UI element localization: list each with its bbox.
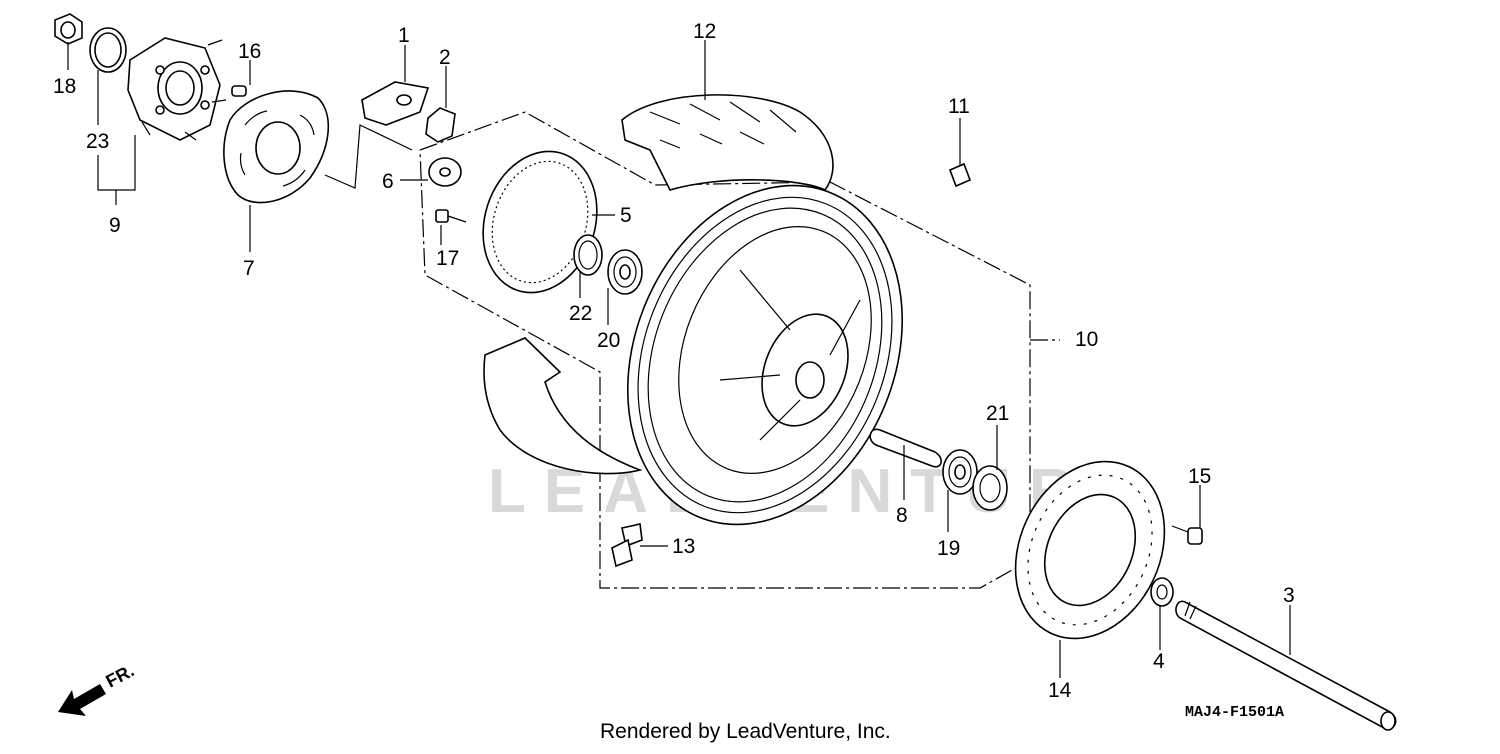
arrow-icon <box>58 684 106 716</box>
leader-lines <box>67 40 1291 678</box>
group-bracket <box>324 124 413 189</box>
callout-14[interactable]: 14 <box>1048 679 1072 702</box>
callout-3[interactable]: 3 <box>1283 584 1295 607</box>
callout-1[interactable]: 1 <box>398 24 410 47</box>
dust-seal-22[interactable] <box>573 234 603 276</box>
callout-18[interactable]: 18 <box>53 75 76 98</box>
callout-5[interactable]: 5 <box>620 204 632 227</box>
callout-10[interactable]: 10 <box>1075 328 1098 351</box>
sprocket-7[interactable] <box>223 90 330 204</box>
brake-disc-14[interactable] <box>988 437 1193 663</box>
bearing-19[interactable] <box>942 449 978 495</box>
bolt-17[interactable] <box>435 209 467 223</box>
callouts: 1 2 3 4 5 6 7 8 9 10 11 12 13 14 15 16 1… <box>53 20 1295 702</box>
collar-2[interactable] <box>425 107 456 143</box>
distance-collar-8[interactable] <box>869 428 942 468</box>
callout-2[interactable]: 2 <box>439 46 451 69</box>
callout-8[interactable]: 8 <box>896 504 908 527</box>
washer-6[interactable] <box>428 157 462 187</box>
callout-12[interactable]: 12 <box>693 20 716 43</box>
final-driven-flange-9[interactable] <box>127 37 227 141</box>
credit-text: Rendered by LeadVenture, Inc. <box>600 720 891 743</box>
callout-7[interactable]: 7 <box>243 257 255 280</box>
air-valve-13[interactable] <box>611 523 643 568</box>
callout-22[interactable]: 22 <box>569 302 592 325</box>
dust-seal-21[interactable] <box>972 465 1008 511</box>
rear-wheel-10[interactable] <box>579 144 951 566</box>
callout-11[interactable]: 11 <box>948 95 970 118</box>
callout-21[interactable]: 21 <box>986 402 1009 425</box>
callout-20[interactable]: 20 <box>597 329 620 352</box>
callout-16[interactable]: 16 <box>238 40 261 63</box>
damper-rubber-1[interactable] <box>361 81 430 126</box>
valve-cap-11[interactable] <box>948 162 972 188</box>
axle-3[interactable] <box>1175 600 1397 731</box>
callout-6[interactable]: 6 <box>382 170 394 193</box>
tire-12[interactable] <box>621 94 834 192</box>
bolt-16[interactable] <box>231 85 247 97</box>
bolt-15[interactable] <box>1171 525 1203 545</box>
callout-9[interactable]: 9 <box>109 214 121 237</box>
callout-15[interactable]: 15 <box>1188 465 1211 488</box>
callout-19[interactable]: 19 <box>937 537 960 560</box>
front-label: FR. <box>102 660 137 691</box>
diagram-code: MAJ4-F1501A <box>1185 704 1284 721</box>
callout-4[interactable]: 4 <box>1153 650 1165 673</box>
callout-17[interactable]: 17 <box>436 247 459 270</box>
callout-23[interactable]: 23 <box>86 130 109 153</box>
nut-18[interactable] <box>54 13 83 45</box>
pulser-ring-5[interactable] <box>465 137 614 308</box>
tire-section <box>483 337 643 475</box>
bearing-20[interactable] <box>607 249 643 295</box>
callout-13[interactable]: 13 <box>672 535 695 558</box>
collar-4[interactable] <box>1150 577 1174 607</box>
front-direction-arrow: FR. <box>58 660 137 716</box>
o-ring-23[interactable] <box>89 27 127 73</box>
